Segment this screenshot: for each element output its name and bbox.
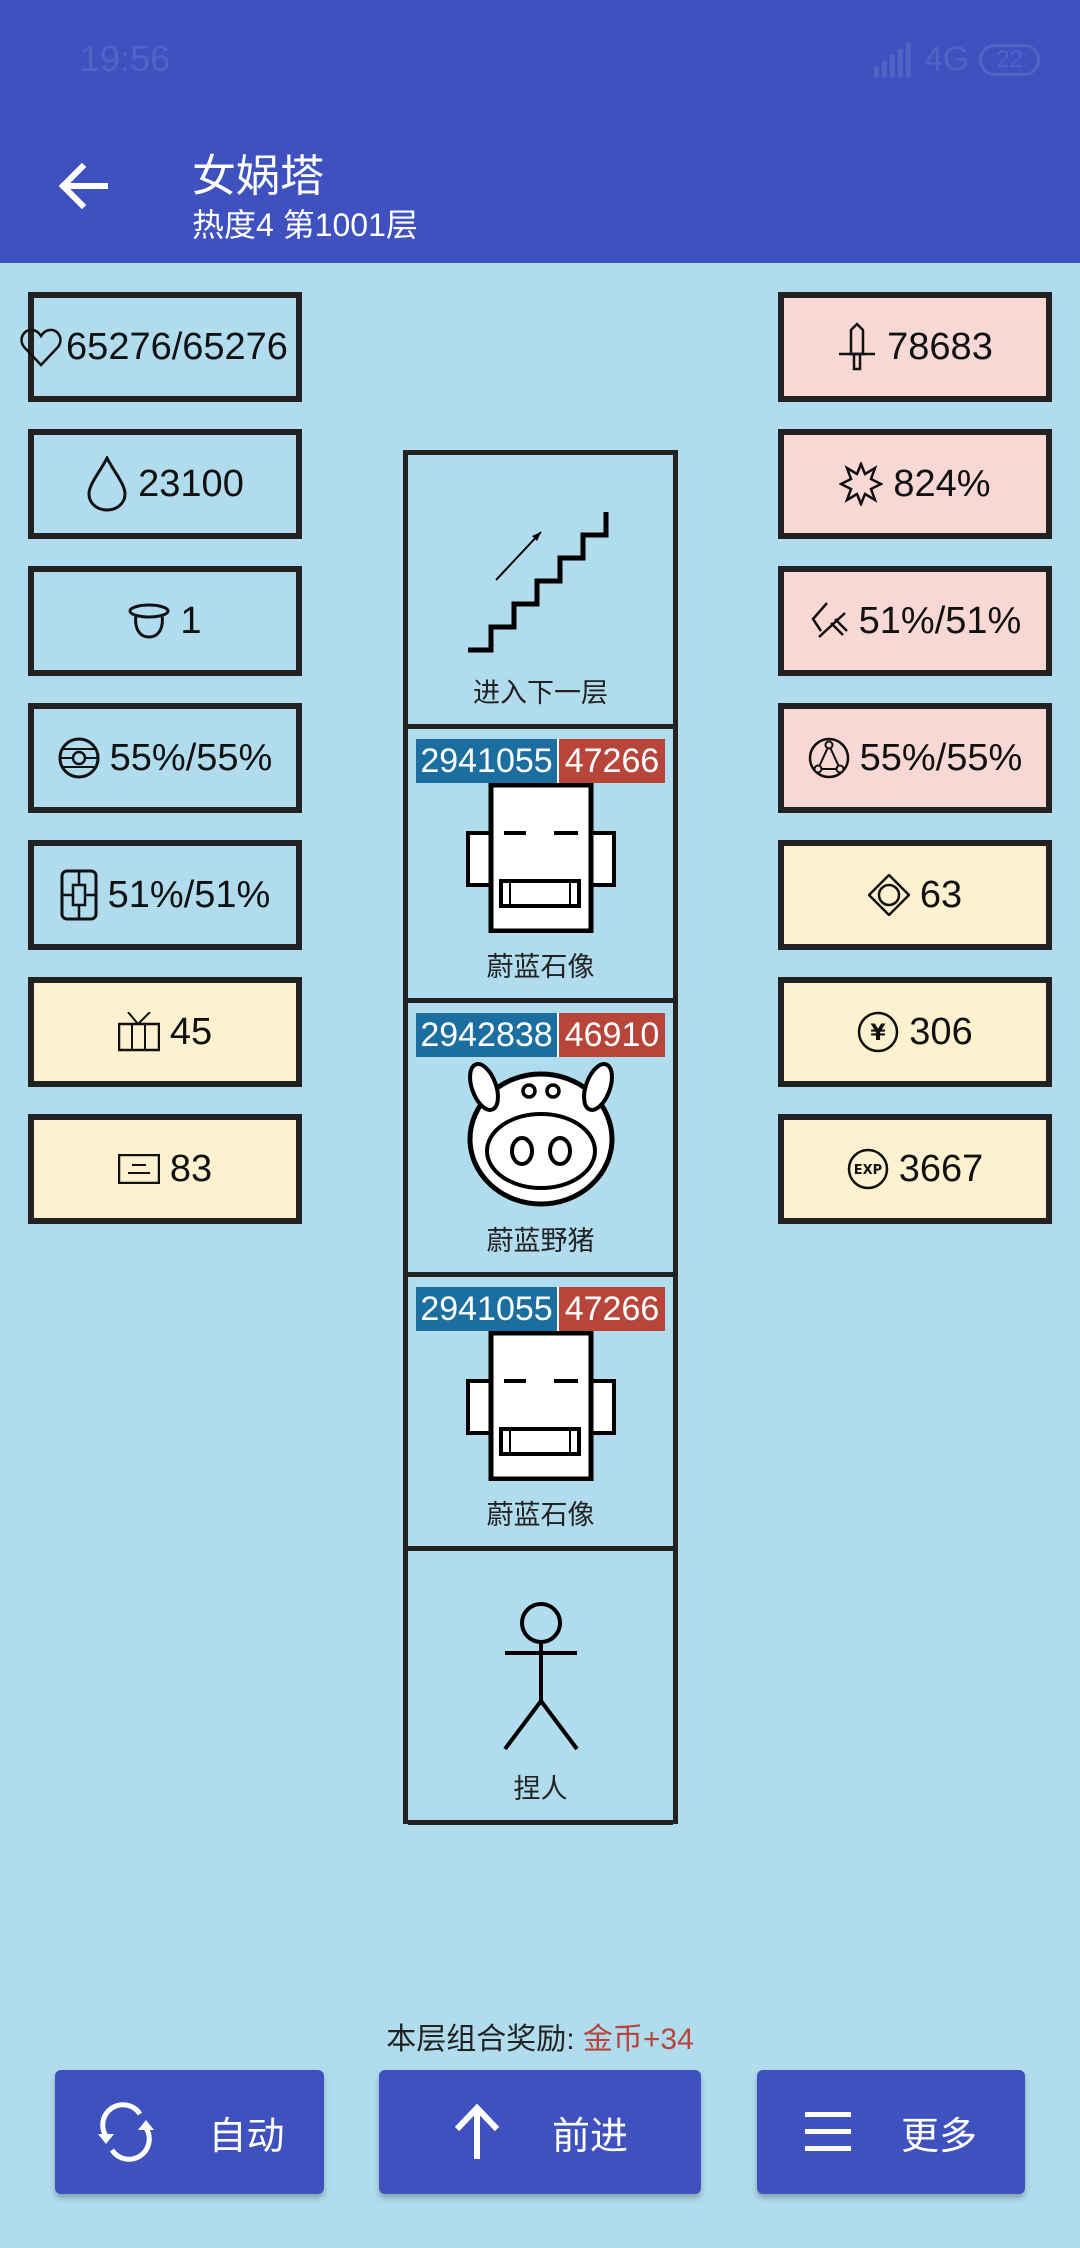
stat-pierce[interactable]: 51%/51%	[778, 566, 1052, 676]
tower-cell-player[interactable]: 捏人	[408, 1551, 673, 1825]
monster-attack: 47266	[559, 739, 665, 783]
sword-icon	[839, 322, 876, 371]
network-type: 4G	[923, 40, 970, 78]
monster-attack: 46910	[559, 1013, 665, 1057]
monster-stats-bar: 2942838 46910	[416, 1013, 665, 1057]
stairs-icon	[467, 512, 608, 653]
svg-text:EXP: EXP	[854, 1163, 882, 1178]
tower-cell-stairs[interactable]: 进入下一层	[408, 455, 673, 729]
menu-icon	[804, 2112, 851, 2151]
stone-statue-icon	[465, 783, 616, 933]
stat-hp[interactable]: 65276/65276	[20, 292, 302, 402]
tower-cell-monster[interactable]: 2942838 46910 蔚蓝野猪	[408, 1003, 673, 1277]
monster-hp: 2942838	[416, 1013, 559, 1057]
stick-figure-icon	[502, 1602, 579, 1751]
stat-crit[interactable]: 824%	[778, 429, 1052, 539]
cell-label: 进入下一层	[473, 678, 608, 708]
arrow-left-icon	[58, 163, 108, 209]
helmet-icon	[128, 603, 170, 639]
back-button[interactable]	[52, 158, 114, 214]
dodge-disc-icon	[58, 737, 100, 779]
stat-gold[interactable]: ¥ 306	[778, 977, 1052, 1087]
arrow-up-icon	[454, 2103, 500, 2159]
exp-icon: EXP	[847, 1148, 888, 1190]
burst-star-icon	[839, 462, 884, 506]
page-title: 女娲塔	[192, 152, 324, 201]
gem-icon	[867, 874, 910, 916]
stat-magic[interactable]: 55%/55%	[778, 703, 1052, 813]
monster-hp: 2941055	[416, 739, 559, 783]
cell-label: 蔚蓝石像	[486, 952, 595, 982]
cell-label: 蔚蓝野猪	[486, 1226, 595, 1256]
stat-scrolls[interactable]: 83	[28, 1114, 302, 1224]
advance-button-label: 前进	[551, 2115, 628, 2158]
stone-statue-icon	[465, 1331, 616, 1481]
stat-dodge[interactable]: 55%/55%	[28, 703, 302, 813]
monster-hp: 2941055	[416, 1287, 559, 1331]
cell-label: 捏人	[513, 1774, 568, 1804]
refresh-icon	[98, 2102, 155, 2162]
reward-label: 本层组合奖励:	[386, 2023, 583, 2056]
more-button-label: 更多	[900, 2115, 977, 2158]
auto-button-label: 自动	[208, 2115, 285, 2158]
battery-icon: 22	[979, 43, 1040, 76]
stat-attack[interactable]: 78683	[778, 292, 1052, 402]
stat-gems[interactable]: 63	[778, 840, 1052, 950]
pierce-icon	[811, 602, 848, 638]
scroll-icon	[117, 1154, 160, 1184]
water-drop-icon	[87, 456, 127, 512]
auto-button[interactable]: 自动	[55, 2070, 324, 2194]
stat-level[interactable]: 1	[28, 566, 302, 676]
yen-coin-icon: ¥	[858, 1011, 899, 1053]
tower-cell-monster[interactable]: 2941055 47266 蔚蓝石像	[408, 729, 673, 1003]
page-subtitle: 热度4 第1001层	[192, 207, 418, 243]
signal-icon	[873, 42, 911, 77]
monster-attack: 47266	[559, 1287, 665, 1331]
magic-circle-icon	[808, 737, 849, 779]
monster-stats-bar: 2941055 47266	[416, 739, 665, 783]
armor-icon	[60, 869, 98, 921]
status-icons: 4G 22	[873, 40, 1040, 79]
gift-box-icon	[117, 1012, 160, 1052]
reward-value: 金币+34	[582, 2023, 694, 2056]
cell-label: 蔚蓝石像	[486, 1500, 595, 1530]
stat-armor[interactable]: 51%/51%	[28, 840, 302, 950]
more-button[interactable]: 更多	[757, 2070, 1025, 2194]
stat-mp[interactable]: 23100	[28, 429, 302, 539]
tower-column: 进入下一层 2941055 47266 蔚蓝石像 2942838 46910	[403, 450, 678, 1825]
wild-boar-icon	[467, 1062, 614, 1207]
stat-gifts[interactable]: 45	[28, 977, 302, 1087]
floor-reward: 本层组合奖励: 金币+34	[0, 2014, 1080, 2058]
heart-icon	[20, 328, 62, 367]
status-time: 19:56	[80, 38, 171, 79]
advance-button[interactable]: 前进	[379, 2070, 701, 2194]
tower-cell-monster[interactable]: 2941055 47266 蔚蓝石像	[408, 1277, 673, 1551]
monster-stats-bar: 2941055 47266	[416, 1287, 665, 1331]
app-bar: 19:56 4G 22 女娲塔 热度4 第1001层	[0, 0, 1080, 263]
stat-exp[interactable]: EXP 3667	[778, 1114, 1052, 1224]
svg-text:¥: ¥	[871, 1021, 887, 1046]
